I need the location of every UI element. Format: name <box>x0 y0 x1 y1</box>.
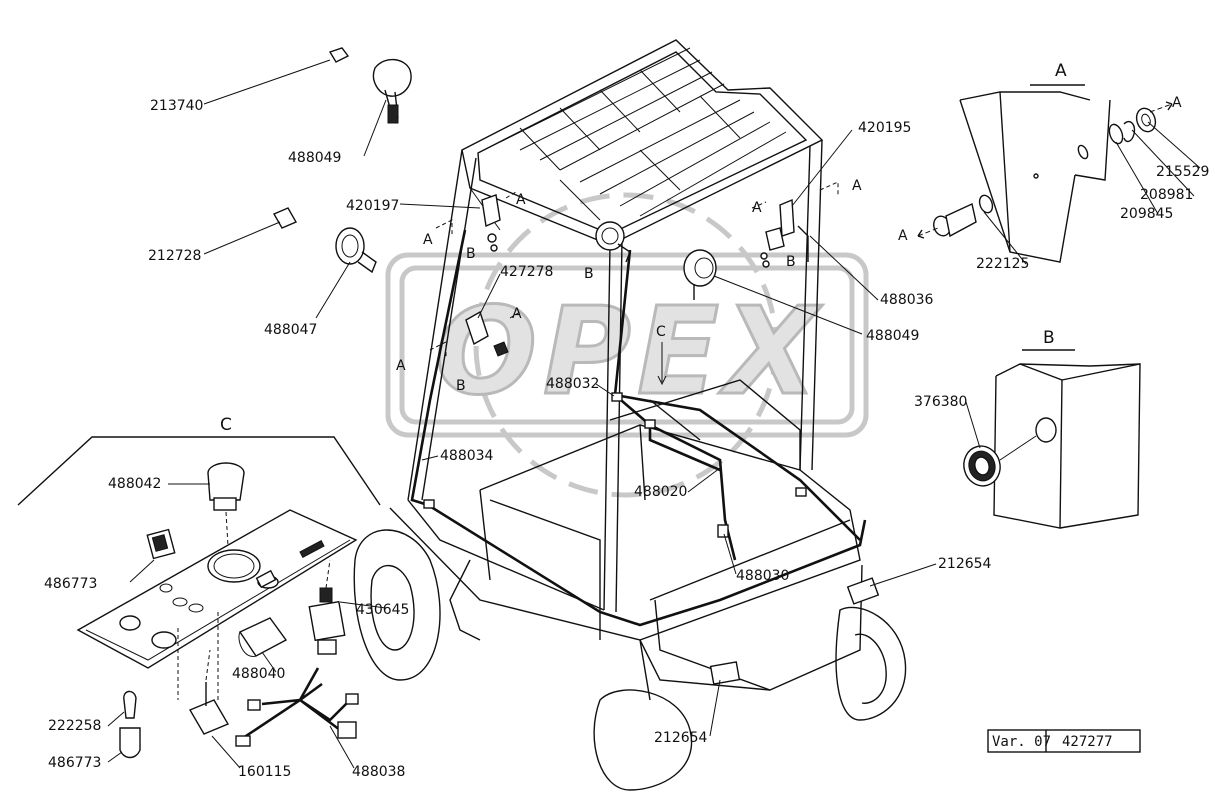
marker-a-detail-right: A <box>1172 95 1182 111</box>
label-213740: 213740 <box>150 98 203 114</box>
button-488042 <box>207 462 245 547</box>
variant-stamp: Var. 07 427277 <box>987 729 1141 753</box>
label-212654-bottom: 212654 <box>654 730 708 746</box>
label-209845: 209845 <box>1120 206 1173 222</box>
label-222125: 222125 <box>976 256 1029 272</box>
label-215529: 215529 <box>1156 164 1209 180</box>
marker-a-detail-left: A <box>898 228 908 244</box>
label-212654-right: 212654 <box>938 556 992 572</box>
label-488040: 488040 <box>232 666 285 682</box>
beacon-lamp-right <box>683 249 717 300</box>
marker-b-2: B <box>456 378 466 394</box>
label-430645: 430645 <box>356 602 409 618</box>
label-488034: 488034 <box>440 448 494 464</box>
switch-430645 <box>308 559 346 655</box>
label-488038: 488038 <box>352 764 405 780</box>
detail-a: A <box>917 61 1173 263</box>
section-b-title: B <box>1043 328 1055 348</box>
marker-a-6: A <box>852 178 862 194</box>
marker-a-1: A <box>516 192 526 208</box>
marker-a-2: A <box>423 232 433 248</box>
marker-b-1: B <box>466 246 476 262</box>
label-420195: 420195 <box>858 120 911 136</box>
screw-222125 <box>933 194 994 238</box>
label-488036: 488036 <box>880 292 934 308</box>
work-lamp-center <box>595 221 631 263</box>
relay-488040 <box>238 617 288 657</box>
label-486773-top: 486773 <box>44 576 97 592</box>
detail-c: C <box>17 415 381 759</box>
part-labels: 213740 488049 420197 212728 427278 48804… <box>44 98 1209 780</box>
holder-160115 <box>188 649 230 735</box>
label-376380: 376380 <box>914 394 967 410</box>
marker-c: C <box>656 324 666 340</box>
leader-lines <box>107 59 1201 769</box>
marker-a-4: A <box>396 358 406 374</box>
label-488020: 488020 <box>634 484 687 500</box>
marker-b-3: B <box>584 266 594 282</box>
detail-b: B <box>963 328 1141 529</box>
label-488030: 488030 <box>736 568 789 584</box>
stamp-number: 427277 <box>1062 734 1113 750</box>
section-c-title: C <box>220 415 232 435</box>
label-212728: 212728 <box>148 248 201 264</box>
vehicle-cab <box>353 39 907 791</box>
marker-a-5: A <box>752 200 762 216</box>
section-a-title: A <box>1055 61 1067 81</box>
stamp-variant: Var. 07 <box>992 734 1051 750</box>
switch-486773-top <box>146 528 176 560</box>
label-486773-bottom: 486773 <box>48 755 101 771</box>
label-488042: 488042 <box>108 476 161 492</box>
label-488032: 488032 <box>546 376 599 392</box>
cab-components <box>273 47 880 685</box>
harness-488038 <box>235 667 359 747</box>
marker-b-4: B <box>786 254 796 270</box>
label-208981: 208981 <box>1140 187 1193 203</box>
label-488047: 488047 <box>264 322 317 338</box>
beacon-lamp-top <box>328 47 412 124</box>
reference-markers: A A B A A B B A A B C A A <box>396 95 1182 394</box>
label-488049-top: 488049 <box>288 150 341 166</box>
marker-a-3: A <box>512 306 522 322</box>
label-488049-right: 488049 <box>866 328 919 344</box>
wiring-harness <box>410 187 867 627</box>
label-222258: 222258 <box>48 718 101 734</box>
label-420197: 420197 <box>346 198 399 214</box>
work-lamp-488047 <box>335 227 377 274</box>
label-160115: 160115 <box>238 764 291 780</box>
grommet-376380 <box>963 445 1001 487</box>
label-427278: 427278 <box>500 264 553 280</box>
